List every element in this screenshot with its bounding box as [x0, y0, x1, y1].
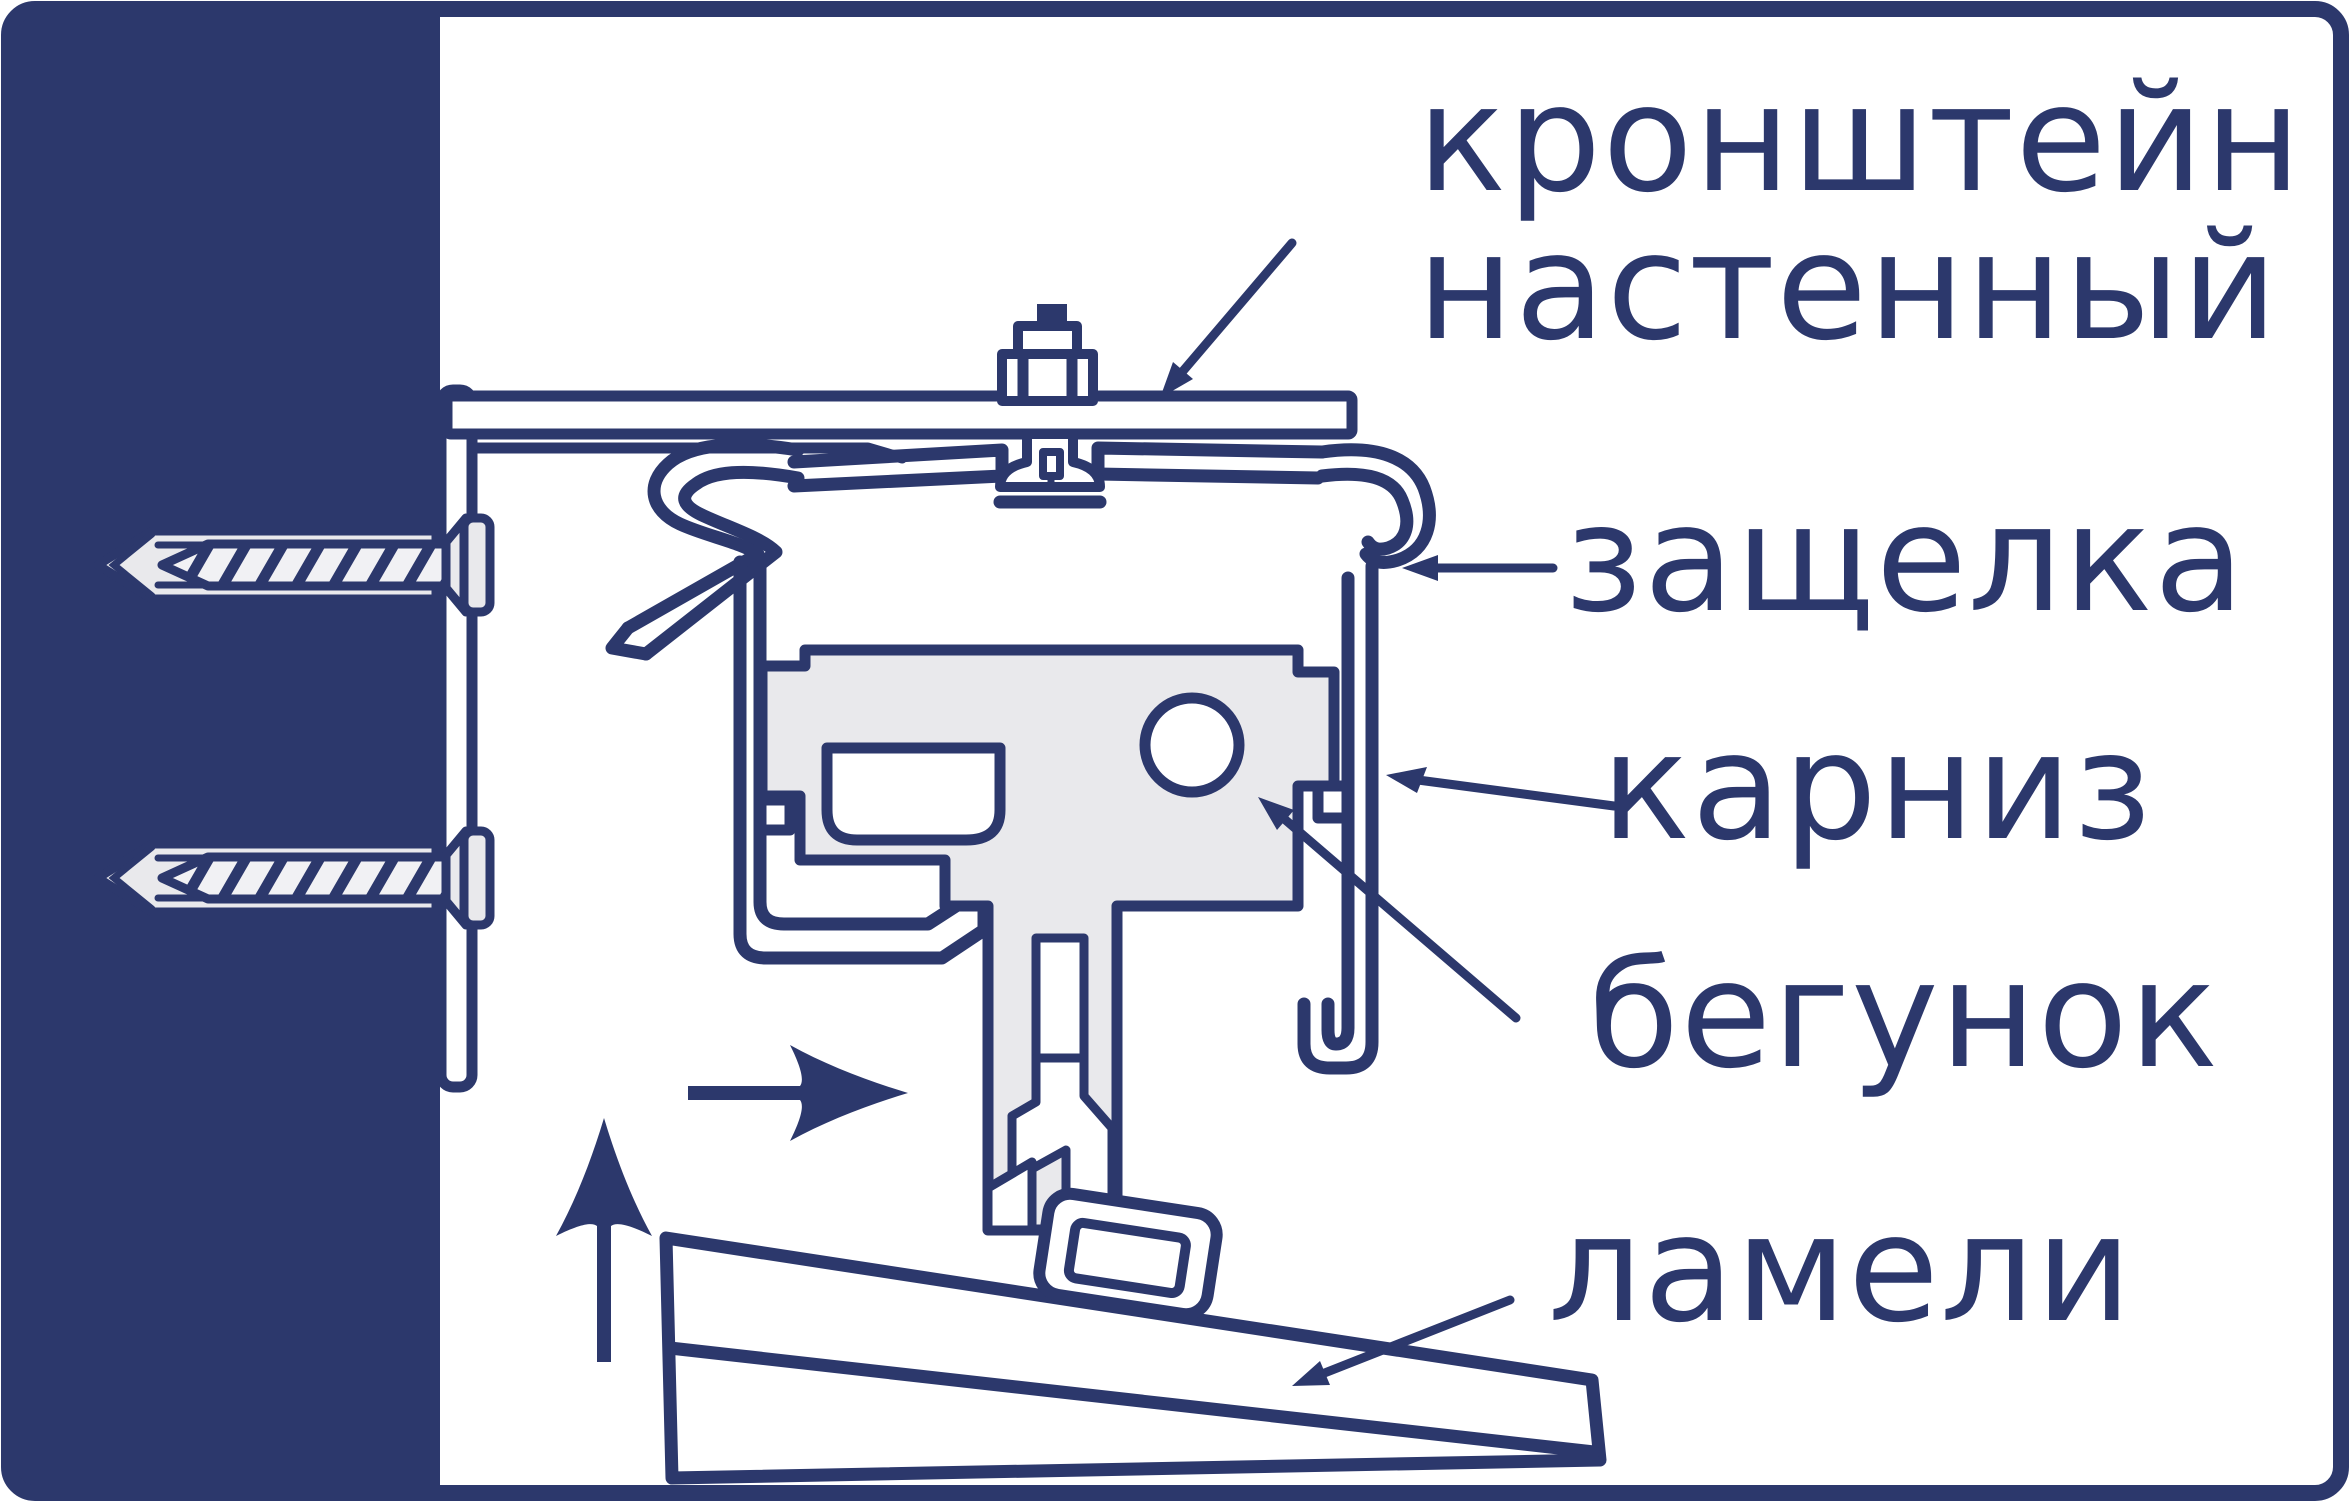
- slat-holder: [1033, 1187, 1223, 1321]
- label-slats: ламели: [1548, 1183, 2133, 1355]
- wall: [8, 8, 440, 1494]
- runner-body: [756, 644, 1340, 1239]
- latch-callout-arrow: [1402, 555, 1558, 581]
- label-bracket-line2: настенный: [1417, 201, 2279, 373]
- label-runner: бегунок: [1588, 929, 2219, 1101]
- cornice-profile: [605, 438, 1436, 1075]
- runner-callout-arrow: [1258, 797, 1521, 1023]
- slats-callout-arrow: [1292, 1295, 1515, 1386]
- callout-arrows: [1160, 238, 1619, 1386]
- slat: [659, 1231, 1607, 1485]
- screw-bottom: [98, 831, 490, 925]
- label-cornice: карниз: [1601, 701, 2153, 873]
- mounting-stud: [995, 304, 1105, 492]
- latch-hook: [1315, 443, 1436, 569]
- slat-hanger: [983, 933, 1117, 1239]
- label-bracket-line1: кронштейн: [1417, 53, 2302, 225]
- right-arrow-icon: [688, 1045, 908, 1141]
- screw-top: [98, 518, 490, 612]
- cornice-callout-arrow: [1386, 767, 1619, 811]
- up-arrow-icon: [556, 1118, 652, 1362]
- label-latch: защелка: [1564, 473, 2246, 645]
- bracket-callout-arrow: [1160, 238, 1297, 398]
